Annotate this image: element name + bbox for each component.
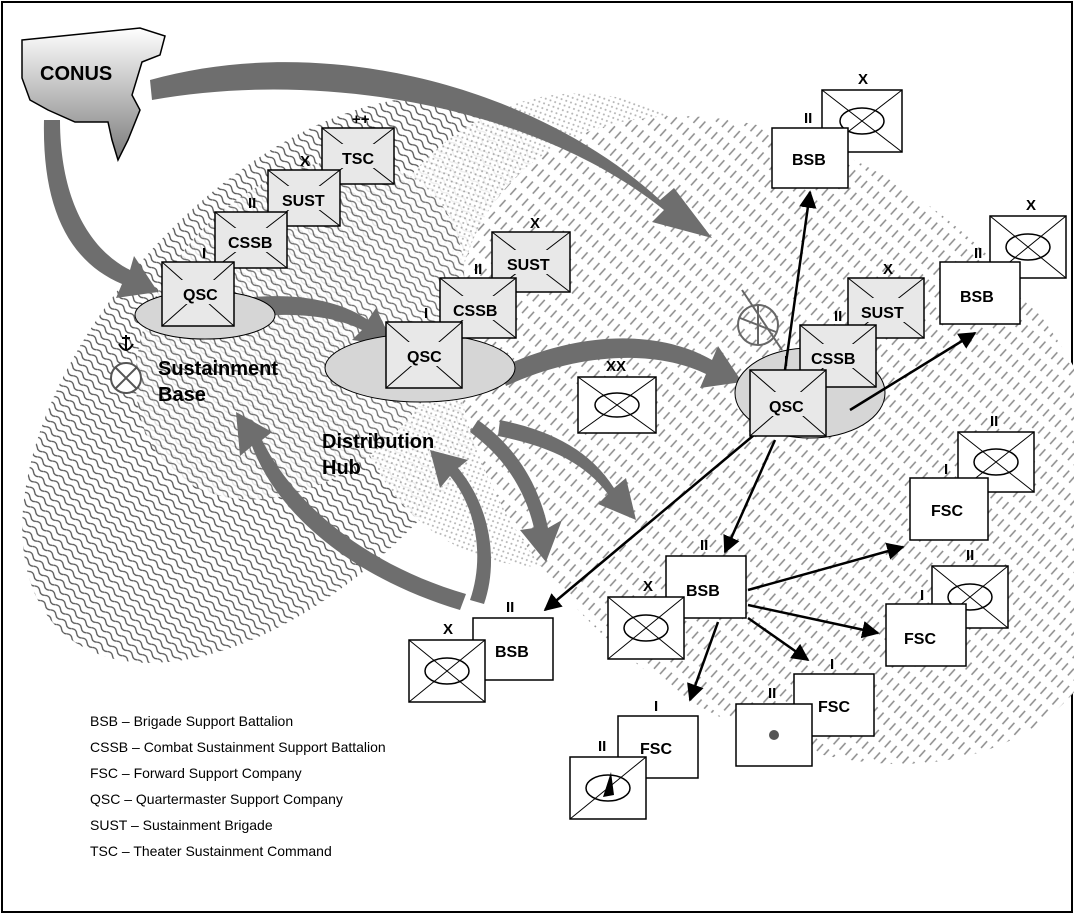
unit-qsc-hub: I QSC — [385, 305, 463, 389]
unit-tsc-rear: ++ TSC — [321, 111, 395, 185]
unit-label-bsb-left: BSB — [495, 644, 529, 661]
unit-qsc-forward: I QSC — [749, 353, 827, 437]
echelon-x-sust-forward: X — [883, 261, 893, 278]
echelon-ii-fsc-4: II — [598, 738, 606, 755]
unit-bsb-left: II BSB X — [408, 599, 554, 703]
echelon-ii-fsc-3: II — [768, 685, 776, 702]
conus-to-forward-arrow — [150, 62, 712, 238]
distribution-hub-label-2: Hub — [322, 457, 361, 479]
conus-to-base-arrow — [43, 120, 158, 298]
echelon-x-bsb-top: X — [858, 71, 868, 88]
unit-label-sust-hub: SUST — [507, 257, 550, 274]
unit-label-bsb-top: BSB — [792, 152, 826, 169]
return-to-hub-arrow — [430, 450, 492, 604]
echelon-i-fsc-3: I — [830, 656, 834, 673]
echelon-ii-bsb-center: II — [700, 537, 708, 554]
echelon-i-qsc-base: I — [202, 245, 206, 262]
echelon-ii-bsb-top: II — [804, 110, 812, 127]
aviation-wheel-icon — [737, 289, 783, 351]
echelon-x-sust-rear: X — [300, 153, 310, 170]
echelon-pp-tsc: ++ — [352, 111, 370, 128]
echelon-i-qsc-forward: I — [784, 353, 788, 370]
unit-fsc-1: II I FSC — [909, 413, 1035, 541]
legend-line-3: FSC – Forward Support Company — [90, 765, 302, 781]
unit-label-qsc-hub: QSC — [407, 349, 442, 366]
qsc-to-bsb-center-line — [723, 439, 777, 554]
unit-label-tsc: TSC — [342, 151, 374, 168]
unit-cssb-rear: II CSSB — [214, 195, 288, 269]
qsc-to-bsb-right-line — [849, 331, 977, 412]
hub-to-forward-arrow — [500, 338, 742, 388]
sustainment-base-label-2: Base — [158, 384, 206, 406]
bsb-to-fsc-3-line — [747, 616, 810, 662]
hub-down-arrow-2 — [498, 420, 636, 520]
unit-label-fsc-4: FSC — [640, 741, 672, 758]
division-symbol: XX — [577, 358, 657, 434]
unit-label-fsc-1: FSC — [931, 503, 963, 520]
legend-line-5: SUST – Sustainment Brigade — [90, 817, 273, 833]
legend: BSB – Brigade Support Battalion CSSB – C… — [90, 713, 386, 859]
echelon-x-sust-hub: X — [530, 215, 540, 232]
echelon-ii-fsc-2: II — [966, 547, 974, 564]
echelon-x-bsb-left: X — [443, 621, 453, 638]
unit-fsc-3: I FSC II — [735, 656, 875, 767]
echelon-ii-cssb-forward: II — [834, 308, 842, 325]
unit-bsb-right: X II BSB — [939, 197, 1067, 325]
bsb-to-fsc-1-line — [747, 542, 905, 592]
unit-label-qsc-base: QSC — [183, 287, 218, 304]
qsc-to-bsb-left-line — [543, 429, 761, 612]
echelon-x-bsb-right: X — [1026, 197, 1036, 214]
echelon-ii-cssb-hub: II — [474, 261, 482, 278]
legend-line-1: BSB – Brigade Support Battalion — [90, 713, 293, 729]
echelon-ii-fsc-1: II — [990, 413, 998, 430]
sustainment-base-label-1: Sustainment — [158, 358, 278, 380]
qsc-to-bsb-top-line — [783, 190, 817, 371]
echelon-i-fsc-4: I — [654, 698, 658, 715]
unit-bsb-center: II BSB X — [607, 537, 747, 660]
unit-label-fsc-3: FSC — [818, 699, 850, 716]
unit-label-bsb-right: BSB — [960, 289, 994, 306]
legend-line-2: CSSB – Combat Sustainment Support Battal… — [90, 739, 386, 755]
echelon-ii-cssb-rear: II — [248, 195, 256, 212]
bsb-to-fsc-4-line — [687, 621, 720, 702]
wheel-icon — [110, 362, 142, 394]
echelon-i-qsc-hub: I — [424, 305, 428, 322]
conus-label: CONUS — [40, 63, 112, 85]
conus-shape — [21, 27, 166, 163]
bsb-to-fsc-2-line — [747, 603, 880, 639]
echelon-xx-division: XX — [606, 358, 626, 375]
legend-line-4: QSC – Quartermaster Support Company — [90, 791, 343, 807]
unit-fsc-4: I FSC II — [569, 698, 699, 820]
unit-label-sust-rear: SUST — [282, 193, 325, 210]
unit-bsb-top: X II BSB — [771, 71, 903, 189]
echelon-i-fsc-1: I — [944, 461, 948, 478]
unit-label-cssb-hub: CSSB — [453, 303, 497, 320]
legend-line-6: TSC – Theater Sustainment Command — [90, 843, 332, 859]
return-to-base-arrow — [236, 412, 466, 610]
unit-label-cssb-rear: CSSB — [228, 235, 272, 252]
unit-sust-forward: X SUST — [847, 261, 925, 339]
hub-down-arrow-1 — [470, 420, 562, 562]
unit-label-qsc-forward: QSC — [769, 399, 804, 416]
echelon-ii-bsb-left: II — [506, 599, 514, 616]
echelon-i-fsc-2: I — [920, 587, 924, 604]
unit-label-fsc-2: FSC — [904, 631, 936, 648]
echelon-ii-bsb-right: II — [974, 245, 982, 262]
unit-label-bsb-center: BSB — [686, 583, 720, 600]
unit-qsc-base: I QSC — [161, 245, 235, 327]
echelon-x-bsb-center: X — [643, 578, 653, 595]
unit-fsc-2: II I FSC — [885, 547, 1009, 667]
distribution-hub-label-1: Distribution — [322, 431, 434, 453]
unit-label-cssb-forward: CSSB — [811, 351, 855, 368]
anchor-icon — [118, 335, 134, 351]
distribution-lines — [543, 190, 977, 702]
unit-label-sust-forward: SUST — [861, 305, 904, 322]
